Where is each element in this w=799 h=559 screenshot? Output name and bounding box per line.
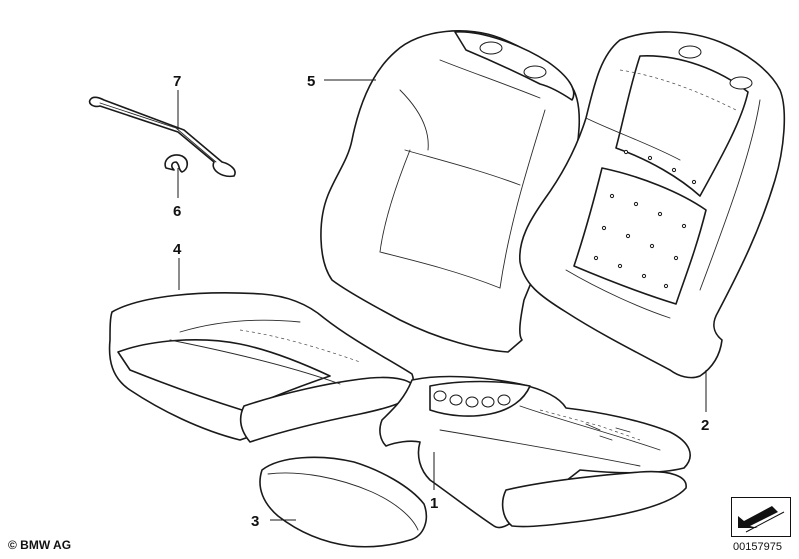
reference-arrow-icon: [731, 497, 791, 537]
hook-clip-part: [164, 154, 189, 173]
callout-4: 4: [173, 241, 182, 258]
backrest-cover-part: [320, 30, 581, 353]
callout-6: 6: [173, 203, 181, 220]
seat-cover-part: [108, 292, 417, 443]
seat-frame-part: [379, 375, 691, 529]
document-number: 00157975: [733, 541, 782, 553]
callout-7: 7: [173, 73, 181, 90]
wire-clip-part: [88, 96, 236, 178]
backrest-frame-part: [519, 31, 786, 379]
copyright-label: © BMW AG: [8, 538, 72, 552]
seat-insert-part: [259, 456, 428, 548]
callout-2: 2: [701, 417, 709, 434]
callout-5: 5: [307, 73, 315, 90]
callout-1: 1: [430, 495, 438, 512]
callout-3: 3: [251, 513, 259, 530]
backrest-cushion-holes: [593, 149, 697, 289]
